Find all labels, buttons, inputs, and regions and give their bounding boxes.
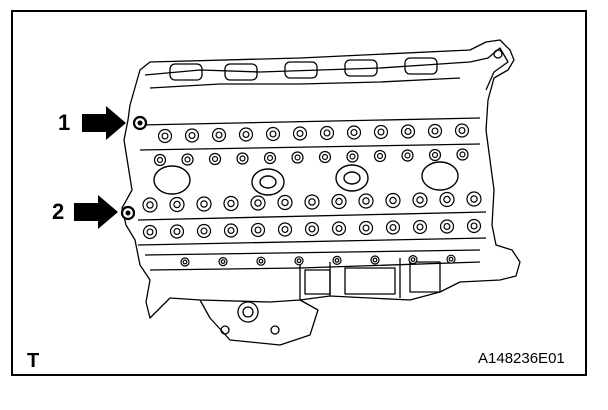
spark-plug-tower (153, 165, 191, 195)
bolt-icon (448, 256, 454, 262)
bolt-icon (349, 153, 356, 160)
bolt-icon (173, 200, 181, 209)
bolt-icon (443, 222, 451, 231)
bolt-icon (294, 154, 301, 161)
bolt-icon (173, 227, 181, 236)
camshaft-rail-lower (137, 211, 487, 221)
callout-number-1: 1 (58, 110, 71, 135)
bolt-icon (254, 226, 262, 234)
bolt-icon (335, 197, 343, 206)
bolt-icon (362, 197, 370, 205)
bolt-icon (431, 127, 439, 135)
bolt-icon (443, 195, 451, 204)
bolt-icon (308, 198, 316, 206)
callout-number-2: 2 (52, 199, 65, 224)
bolt-icon (410, 257, 416, 263)
bolt-icon (239, 155, 246, 162)
bolt-icon (404, 152, 411, 159)
bolt-icon (377, 128, 385, 136)
bolt-icon (182, 259, 188, 265)
figure-code: A148236E01 (478, 350, 565, 367)
bolt-icon (416, 196, 424, 204)
bolt-icon (416, 223, 424, 231)
arrow-1 (82, 106, 126, 140)
bolt-icon (459, 151, 466, 158)
bolt-icon (266, 154, 274, 162)
lower-housing (199, 299, 319, 346)
bolt-icon (281, 198, 289, 207)
bolt-icon (389, 196, 397, 205)
bolt-icon (308, 225, 316, 233)
arrow-2 (74, 195, 118, 229)
bolt-icon (146, 228, 154, 236)
bolt-icon (281, 225, 289, 234)
bolt-icon (470, 195, 478, 203)
top-flange (144, 61, 471, 76)
cylinder-head-outline (121, 39, 521, 319)
camshaft-rail-upper (139, 117, 481, 126)
bolt-icon (334, 258, 340, 263)
bolt-icon (200, 200, 208, 208)
bolt-icon (156, 156, 164, 164)
bolt-icon (389, 223, 397, 232)
bolt-icon (242, 130, 250, 139)
bolt-icon (227, 199, 235, 208)
bolt-icon (404, 127, 412, 136)
bolt-icon (321, 153, 329, 161)
bolt-icon (269, 130, 277, 138)
view-label: T (27, 350, 40, 372)
bolt-icon (188, 131, 196, 140)
bolt-icon (184, 156, 191, 163)
bolt-icon (200, 227, 208, 235)
bolt-icon (258, 258, 264, 264)
bolt-icon (296, 258, 302, 264)
bolt-icon (211, 155, 219, 163)
bolt-icon (323, 129, 331, 137)
bolt-icon (227, 226, 235, 235)
bolt-icon (215, 131, 223, 139)
bolt-icon (376, 152, 384, 160)
bolt-icon (161, 132, 169, 140)
bolt-icon (372, 257, 378, 263)
bolt-icon (470, 222, 478, 230)
bolt-icon (350, 128, 358, 137)
bolt-icon (296, 129, 304, 138)
bolt-icon (220, 259, 226, 265)
bolt-icon (254, 199, 262, 207)
bolt-icon (335, 224, 343, 233)
bolt-icon (431, 151, 439, 159)
bolt-icon (458, 126, 466, 135)
bolt-icon (362, 224, 370, 232)
bolt-icon (146, 201, 154, 209)
